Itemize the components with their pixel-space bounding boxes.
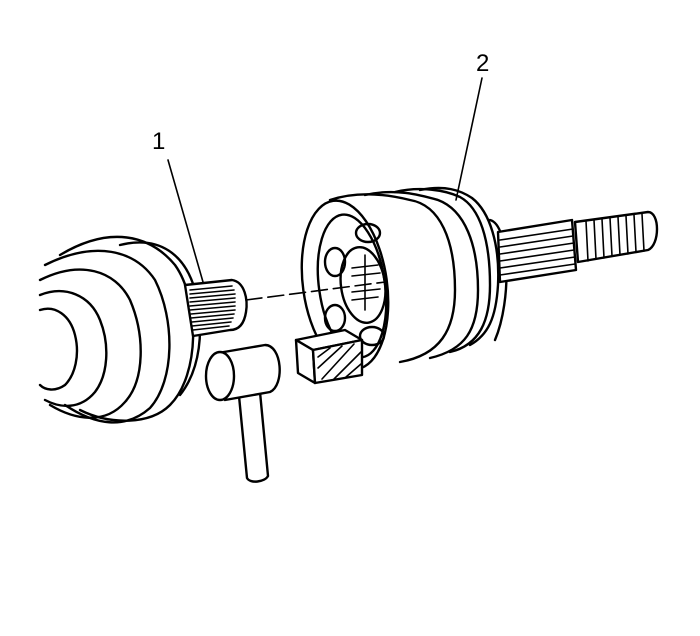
mallet xyxy=(204,343,281,483)
callout-1-leader xyxy=(167,159,204,283)
alignment-centerline xyxy=(245,281,386,301)
callout-label-2: 2 xyxy=(476,50,490,77)
splined-shaft-end xyxy=(183,278,248,338)
callout-2-leader xyxy=(455,77,483,201)
callout-label-1: 1 xyxy=(152,128,166,155)
inner-cv-boot xyxy=(38,235,202,424)
wood-block xyxy=(294,328,364,385)
threaded-stub-shaft xyxy=(496,210,659,284)
